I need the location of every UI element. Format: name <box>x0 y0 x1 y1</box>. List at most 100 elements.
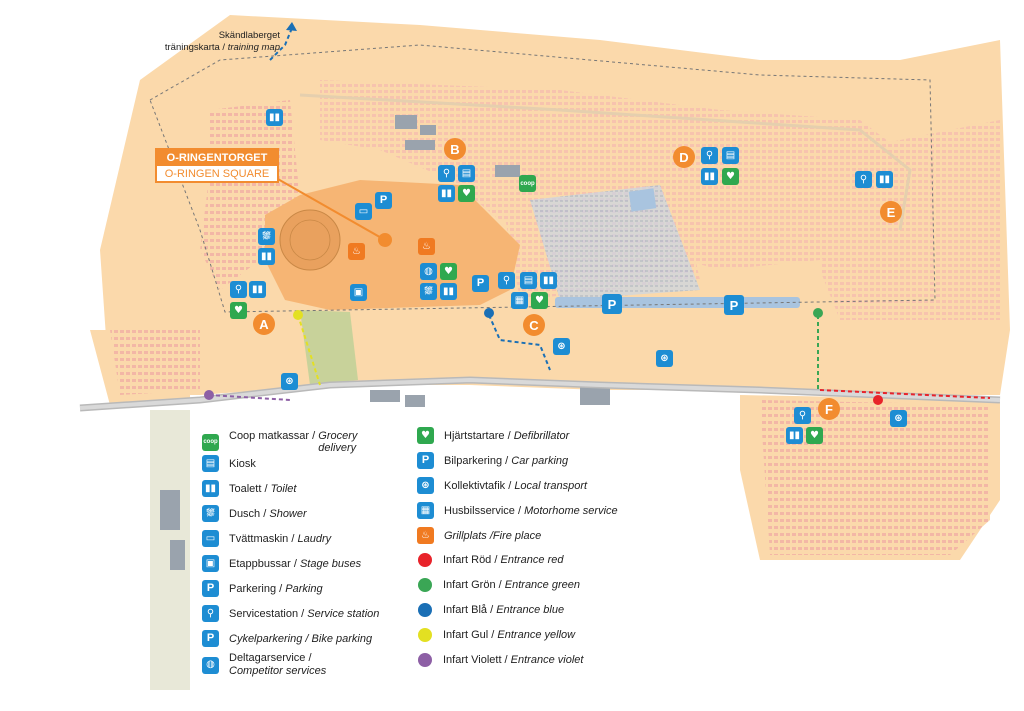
legend-label-en: Toilet <box>270 482 297 495</box>
legend-label-sv: Infart Röd / <box>443 554 498 566</box>
entrance-violet-dot <box>418 653 432 667</box>
marker-a[interactable]: A <box>253 313 275 335</box>
legend-label-sv: Grillplats / <box>444 529 493 542</box>
service-station-icon: ⚲ <box>701 147 718 164</box>
toilet-icon: ▮▮ <box>438 185 455 202</box>
car-parking-icon: P <box>602 294 622 314</box>
marker-f[interactable]: F <box>818 398 840 420</box>
bike-parking-icon: P <box>472 275 489 292</box>
camp-rows-sw <box>110 330 200 395</box>
defibrillator-icon: ♥ <box>230 302 247 319</box>
marker-b[interactable]: B <box>444 138 466 160</box>
toilet-icon: ▮▮ <box>440 283 457 300</box>
legend-label-en: Entrance blue <box>496 604 565 616</box>
legend-label-en: Parking <box>285 582 323 595</box>
local-transport-icon: ⊛ <box>656 350 673 367</box>
legend-label-en: Entrance red <box>500 554 564 566</box>
parking-icon: P <box>202 580 219 597</box>
legend-item-entrance-yellow: Infart Gul / Entrance yellow <box>418 628 575 642</box>
car-parking-icon: P <box>417 452 434 469</box>
legend-label-sv: Infart Violett / <box>443 654 508 666</box>
local-transport-icon: ⊛ <box>417 477 434 494</box>
entrance-violet-dot <box>204 390 214 400</box>
legend-item-entrance-red: Infart Röd / Entrance red <box>418 553 563 567</box>
legend-item-entrance-violet: Infart Violett / Entrance violet <box>418 653 583 667</box>
shower-icon: ⛆ <box>202 505 219 522</box>
square-center-dot <box>378 233 392 247</box>
fire-place-icon: ♨ <box>348 243 365 260</box>
legend-label-sv: Parkering / <box>229 582 283 595</box>
entrance-red-dot <box>418 553 432 567</box>
toilet-icon: ▮▮ <box>258 248 275 265</box>
legend-label-sv: Coop matkassar / <box>229 430 316 442</box>
square-label-sv: O-RINGENTORGET <box>157 150 277 166</box>
defibrillator-icon: ♥ <box>440 263 457 280</box>
arena-circle <box>279 209 341 271</box>
kiosk-icon: ▤ <box>520 272 537 289</box>
bus-icon: ▣ <box>350 284 367 301</box>
legend-label-en: Entrance green <box>504 579 580 591</box>
square-label-en: O-RINGEN SQUARE <box>164 168 270 180</box>
car-park-field <box>530 185 700 300</box>
defibrillator-icon: ♥ <box>458 185 475 202</box>
legend-label-en: Entrance yellow <box>497 629 576 641</box>
legend-label-en: Fire place <box>492 529 542 542</box>
defibrillator-icon: ♥ <box>531 292 548 309</box>
service-station-icon: ⚲ <box>438 165 455 182</box>
toilet-icon: ▮▮ <box>876 171 893 188</box>
buildings <box>160 115 610 570</box>
legend-label-en: Competitor services <box>229 665 327 677</box>
entrance-red-path <box>819 389 991 399</box>
defibrillator-icon: ♥ <box>722 168 739 185</box>
defibrillator-icon: ♥ <box>417 427 434 444</box>
service-station-icon: ⚲ <box>498 272 515 289</box>
legend-label-en: Defibrillator <box>513 429 570 442</box>
coop-icon: coop <box>519 175 536 192</box>
camp-rows-west <box>200 100 300 290</box>
toilet-icon: ▮▮ <box>540 272 557 289</box>
legend-label-sv: Toalett / <box>229 482 268 495</box>
fire-place-icon: ♨ <box>417 527 434 544</box>
legend-label-en: Local transport <box>514 479 588 492</box>
kiosk-icon: ▤ <box>722 147 739 164</box>
marker-e[interactable]: E <box>880 201 902 223</box>
legend-label-sv: Dusch / <box>229 507 267 520</box>
legend-item-kiosk: ▤ Kiosk <box>202 455 256 472</box>
toilet-icon: ▮▮ <box>202 480 219 497</box>
legend-label-sv: Servicestation / <box>229 607 305 620</box>
toilet-icon: ▮▮ <box>249 281 266 298</box>
entrance-green-dot <box>813 308 823 318</box>
shower-icon: ⛆ <box>420 283 437 300</box>
legend-label-en: Shower <box>269 507 307 520</box>
competitor-services-icon: ◍ <box>420 263 437 280</box>
legend-label-en: Car parking <box>511 454 569 467</box>
legend-item-toilet: ▮▮ Toalett / Toilet <box>202 480 296 497</box>
entrance-blue-dot <box>418 603 432 617</box>
marker-d[interactable]: D <box>673 146 695 168</box>
legend-item-bike-parking: P Cykelparkering / Bike parking <box>202 630 372 647</box>
legend-item-entrance-blue: Infart Blå / Entrance blue <box>418 603 564 617</box>
legend-label-sv: Husbilsservice / <box>444 504 522 517</box>
green-field <box>300 310 358 385</box>
legend-item-fire-place: ♨ Grillplats /Fire place <box>417 527 541 544</box>
legend-label-sv: Infart Grön / <box>443 579 502 591</box>
service-station-icon: ⚲ <box>794 407 811 424</box>
legend-label-sv: Etappbussar / <box>229 557 297 570</box>
camp-rows-north <box>320 80 900 270</box>
legend-label-en: Bike parking <box>311 632 373 645</box>
legend-label-sv: Kiosk <box>229 457 256 470</box>
legend-label-sv: Infart Gul / <box>443 629 495 641</box>
legend-item-service-station: ⚲ Servicestation / Service station <box>202 605 379 622</box>
marker-c[interactable]: C <box>523 314 545 336</box>
entrance-green-dot <box>418 578 432 592</box>
laundry-icon: ▭ <box>202 530 219 547</box>
training-map-label: Skändlaberget träningskarta / training m… <box>120 30 280 54</box>
legend-item-shower: ⛆ Dusch / Shower <box>202 505 307 522</box>
legend-label-en: Entrance violet <box>510 654 584 666</box>
kiosk-icon: ▤ <box>458 165 475 182</box>
legend-label-sv: Bilparkering / <box>444 454 509 467</box>
legend-item-motorhome-service: ▦ Husbilsservice / Motorhome service <box>417 502 618 519</box>
entrance-yellow-dot <box>293 310 303 320</box>
square-connector <box>261 169 386 241</box>
